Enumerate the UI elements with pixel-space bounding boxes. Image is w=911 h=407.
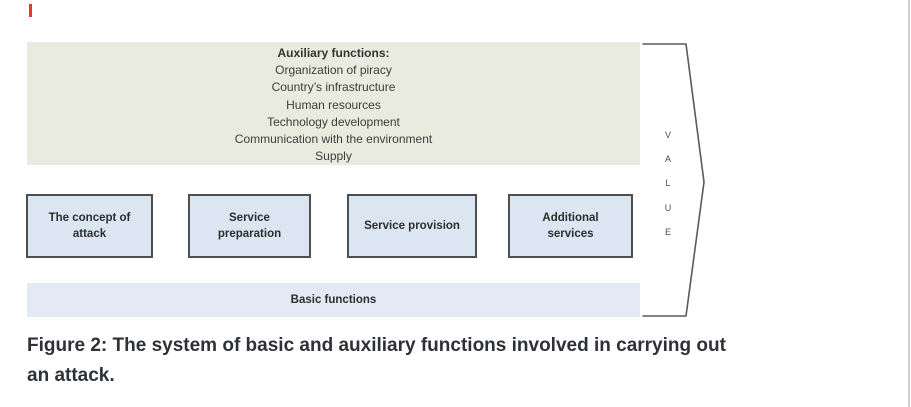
auxiliary-item: Country’s infrastructure bbox=[271, 80, 396, 95]
auxiliary-functions-title: Auxiliary functions: bbox=[277, 46, 390, 60]
figure-caption-line: Figure 2: The system of basic and auxili… bbox=[27, 335, 726, 356]
page-right-border bbox=[908, 0, 910, 407]
value-label: V A L U E bbox=[654, 123, 682, 244]
value-letter: L bbox=[665, 178, 671, 189]
text-cursor-mark bbox=[29, 4, 32, 17]
value-bracket-icon bbox=[642, 43, 705, 317]
figure-caption: Figure 2: The system of basic and auxili… bbox=[27, 331, 902, 391]
value-letter: U bbox=[664, 202, 672, 213]
stage-box-service-preparation: Service preparation bbox=[188, 194, 311, 258]
figure-caption-line: an attack. bbox=[27, 365, 115, 386]
stage-box-concept-of-attack: The concept of attack bbox=[26, 194, 153, 258]
value-letter: E bbox=[664, 226, 671, 237]
auxiliary-item: Human resources bbox=[286, 97, 381, 112]
auxiliary-functions-box: Auxiliary functions: Organization of pir… bbox=[27, 42, 640, 165]
stage-box-additional-services: Additional services bbox=[508, 194, 633, 258]
stage-box-service-provision: Service provision bbox=[347, 194, 477, 258]
basic-functions-bar: Basic functions bbox=[27, 283, 640, 317]
value-letter: A bbox=[664, 154, 671, 165]
auxiliary-item: Communication with the environment bbox=[234, 132, 433, 147]
basic-functions-label: Basic functions bbox=[290, 294, 377, 306]
value-letter: V bbox=[664, 130, 671, 140]
auxiliary-item: Supply bbox=[315, 149, 352, 164]
auxiliary-item: Organization of piracy bbox=[275, 63, 392, 78]
auxiliary-item: Technology development bbox=[267, 114, 400, 129]
